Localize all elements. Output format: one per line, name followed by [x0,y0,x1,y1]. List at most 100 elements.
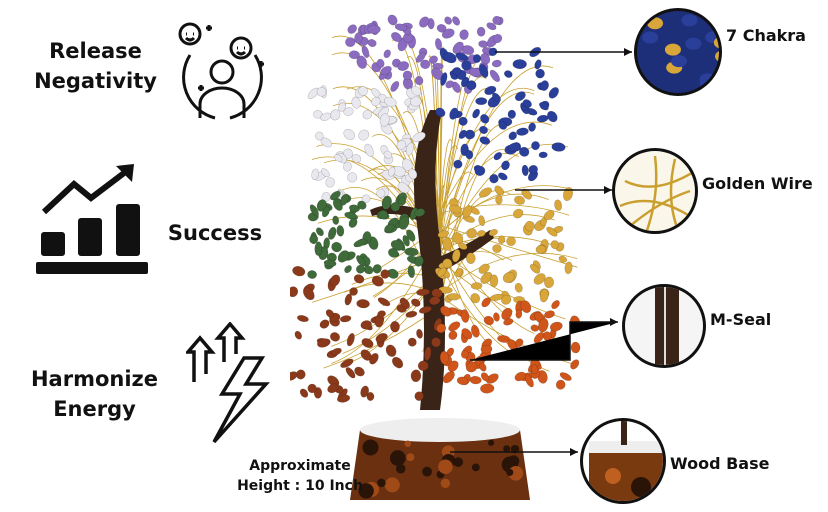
gemstone-chip [453,159,463,169]
gemstone-chip [360,385,370,398]
gemstone-chip [345,367,356,379]
gemstone-chip [405,310,418,318]
gemstone-chip [538,151,548,159]
gemstone-chip [414,255,424,267]
gemstone-chip [406,229,416,242]
gemstone-chip [470,282,483,290]
gemstone-chip [348,204,360,213]
gemstone-chip [448,330,458,340]
gemstone-chip [331,347,342,356]
gemstone-chip [366,392,375,401]
gemstone-chip [362,109,373,120]
gemstone-chip [399,297,410,309]
gemstone-chip [474,165,486,176]
gemstone-chip [455,267,463,278]
gemstone-chip [420,59,431,69]
gemstone-chip [367,39,377,48]
gemstone-chip [410,298,421,307]
gemstone-chip [402,235,410,247]
gemstone-chip [367,24,381,34]
gemstone-chip [465,252,476,265]
gemstone-chip [479,64,489,78]
happy-people-icon [170,20,275,125]
gemstone-chip [529,46,542,58]
gemstone-chip [479,136,491,145]
gemstone-chip [336,225,345,237]
gemstone-chip [436,323,447,334]
gemstone-chip [358,129,370,141]
gemstone-chip [398,197,407,206]
gemstone-chip [472,54,481,64]
gemstone-chip [431,337,442,348]
gemstone-chip [315,227,324,237]
gemstone-chip [356,255,366,267]
gemstone-chip [437,230,450,238]
gemstone-chip [512,208,524,219]
gemstone-chip [480,53,491,65]
gemstone-chip [492,244,502,253]
gemstone-chip [414,391,424,401]
gemstone-chip [408,168,418,180]
gemstone-chip [320,112,332,121]
gemstone-chip [535,68,545,79]
gemstone-chip [448,321,461,332]
gemstone-chip [466,228,478,239]
gemstone-chip [387,14,398,26]
gemstone-chip [377,297,391,307]
gemstone-chip [466,80,477,91]
gemstone-chip [508,131,517,141]
growth-chart-icon [36,162,151,277]
energy-bolt-icon [186,322,271,447]
gemstone-chip [492,33,503,44]
gemstone-chip [384,223,395,233]
gemstone-chip [354,32,363,44]
gemstone-chip [494,185,505,196]
gemstone-chip [340,358,354,368]
gemstone-chip [458,116,468,126]
gemstone-chip [570,359,580,370]
gemstone-chip [338,102,347,112]
gemstone-chip [415,52,426,63]
gemstone-chip [376,188,386,198]
gemstone-chip [412,131,426,143]
gemstone-chip [445,80,454,89]
gemstone-chip [407,337,417,347]
gemstone-chip [484,85,497,96]
gemstone-chip [569,315,581,330]
gemstone-chip [327,375,340,387]
gemstone-chip [537,370,548,384]
gemstone-chip [347,172,358,183]
gemstone-chip [533,273,546,285]
gemstone-chip [456,376,469,386]
gemstone-chip [410,96,422,107]
gemstone-chip [314,241,323,256]
gemstone-chip [501,294,512,305]
height-note-line2: Height : 10 Inch [237,478,363,494]
gemstone-chip [419,16,430,28]
gemstone-chip [514,371,526,382]
gemstone-chip [346,333,355,347]
gemstone-chip [344,293,353,306]
gemstone-chip [470,293,481,304]
gemstone-chip [309,234,319,244]
feature-release-negativity: Release Negativity [28,36,163,96]
gemstone-chip [334,154,343,163]
gemstone-chip [452,232,464,245]
gemstone-chip [361,194,371,203]
gemstone-chip [452,41,464,54]
gemstone-chip [343,161,352,172]
gemstone-chip [469,375,482,385]
feature-text: Harmonize [30,367,159,391]
gemstone-chip [313,110,323,119]
gemstone-chip [506,236,516,246]
gemstone-chip [290,371,298,381]
gemstone-chip [480,383,495,394]
chakra-closeup-image [634,8,722,96]
gemstone-chip [330,274,341,287]
height-note: Approximate Height : 10 Inch [230,456,370,496]
gemstone-chip [480,114,490,124]
gemstone-chip [345,37,356,48]
gemstone-chip [337,394,351,403]
gemstone-chip [348,217,358,228]
